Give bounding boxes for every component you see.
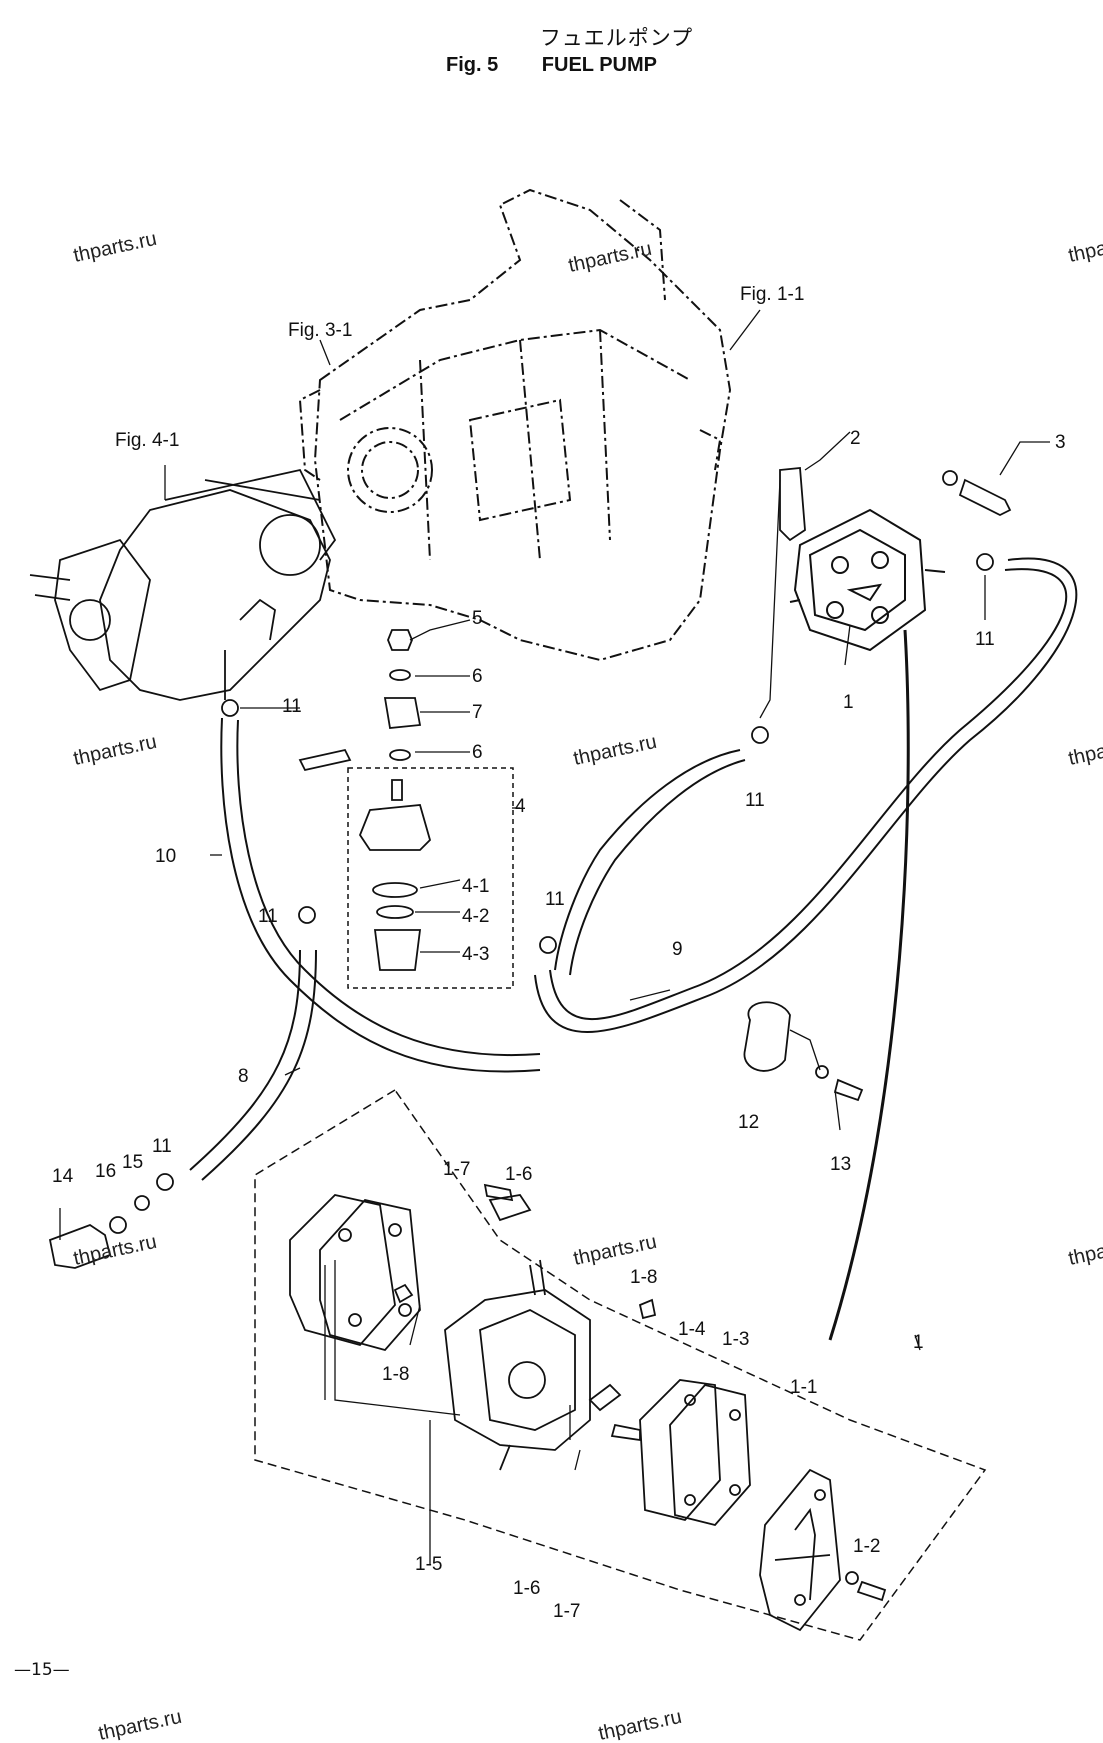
callout-1-kit: 1 <box>913 1332 924 1353</box>
figure-header: フュエルポンプ Fig. 5 FUEL PUMP <box>0 22 1103 77</box>
callout-10: 10 <box>155 846 176 867</box>
callout-14: 14 <box>52 1166 74 1187</box>
figure-title: FUEL PUMP <box>541 54 657 76</box>
watermark: thparts.ru <box>1066 1231 1103 1270</box>
callout-16: 16 <box>95 1161 116 1182</box>
hose-clips <box>156 553 994 1191</box>
watermark: thparts.ru <box>71 1231 158 1270</box>
callout-1-7-top: 1-7 <box>443 1159 470 1180</box>
callout-3: 3 <box>1055 432 1066 453</box>
callout-5: 5 <box>472 608 483 629</box>
callout-1-8-right: 1-8 <box>630 1267 657 1288</box>
ref-fig-1-1: Fig. 1-1 <box>740 284 804 305</box>
gasket-set <box>639 1379 751 1527</box>
pump-cover <box>759 1468 841 1632</box>
callout-1-6-top: 1-6 <box>505 1164 532 1185</box>
ref-fig-3-1: Fig. 3-1 <box>288 320 352 341</box>
callout-11-right: 11 <box>545 889 565 910</box>
callout-11-left: 11 <box>258 906 278 927</box>
callout-1-1: 1-1 <box>790 1377 817 1398</box>
watermark: thparts.ru <box>96 1706 183 1743</box>
kit-group-box <box>254 1088 987 1641</box>
callout-1-8-left: 1-8 <box>382 1364 409 1385</box>
callout-7: 7 <box>472 702 483 723</box>
callout-6-top: 6 <box>472 666 483 687</box>
watermark: thparts.ru <box>596 1706 683 1743</box>
watermark: thparts.ru <box>71 731 158 770</box>
callout-1-5: 1-5 <box>415 1554 442 1575</box>
callout-11-hose: 11 <box>745 790 765 811</box>
callout-6-bottom: 6 <box>472 742 483 763</box>
figure-number: Fig. 5 <box>446 54 499 76</box>
fuel-hoses <box>189 557 1078 1181</box>
callout-12: 12 <box>738 1112 759 1133</box>
callout-1-4: 1-4 <box>678 1319 706 1340</box>
figure-caption: Fig. 5 FUEL PUMP <box>0 54 1103 77</box>
callout-4-1: 4-1 <box>462 876 489 897</box>
pump-bracket <box>779 467 806 542</box>
engine-block <box>298 188 732 662</box>
callout-1-7-bottom: 1-7 <box>553 1601 580 1622</box>
callout-1-6-bottom: 1-6 <box>513 1578 540 1599</box>
pump-outlet-line <box>828 629 910 1341</box>
leader-lines <box>59 309 1050 1565</box>
callout-8: 8 <box>238 1066 249 1087</box>
fuel-pump <box>789 508 946 652</box>
callout-1-pump: 1 <box>843 692 854 713</box>
callout-15: 15 <box>122 1152 143 1173</box>
callout-2: 2 <box>850 428 861 449</box>
callout-11-pump: 11 <box>975 629 995 650</box>
callout-11-connector: 11 <box>152 1136 172 1157</box>
watermark: thparts.ru <box>71 228 158 267</box>
diaphragm-set <box>289 1194 421 1352</box>
callout-labels: 1 1 1-1 1-2 1-3 1-4 1-5 1-6 1-6 1-7 1-7 … <box>52 428 1066 1622</box>
callout-13: 13 <box>830 1154 851 1175</box>
watermark: thparts.ru <box>1066 228 1103 267</box>
watermark: thparts.ru <box>1066 731 1103 770</box>
pump-small-hardware <box>393 1183 887 1602</box>
watermark: thparts.ru <box>571 1231 658 1270</box>
bolt-3 <box>942 470 1012 517</box>
callout-4-3: 4-3 <box>462 944 489 965</box>
pump-body <box>444 1259 591 1471</box>
fuel-strainer <box>358 779 432 971</box>
page-number: —15— <box>14 1660 70 1680</box>
callout-9: 9 <box>672 939 683 960</box>
callout-4-2: 4-2 <box>462 906 489 927</box>
callout-1-3: 1-3 <box>722 1329 749 1350</box>
fuel-connector <box>48 1195 150 1269</box>
callout-11-carb: 11 <box>282 696 302 717</box>
figure-title-japanese: フュエルポンプ <box>539 26 694 50</box>
figure-references: Fig. 1-1 Fig. 3-1 Fig. 4-1 <box>115 284 804 451</box>
mounting-hardware <box>298 629 422 772</box>
callout-1-2: 1-2 <box>853 1536 880 1557</box>
ref-fig-4-1: Fig. 4-1 <box>115 430 179 451</box>
hose-clamp-12 <box>743 1001 864 1102</box>
watermarks: thparts.ru thparts.ru thparts.ru thparts… <box>71 228 1103 1743</box>
watermark: thparts.ru <box>566 238 653 277</box>
callout-4: 4 <box>515 796 526 817</box>
strainer-group-box <box>347 767 514 989</box>
carburetor <box>29 468 337 701</box>
watermark: thparts.ru <box>571 731 658 770</box>
